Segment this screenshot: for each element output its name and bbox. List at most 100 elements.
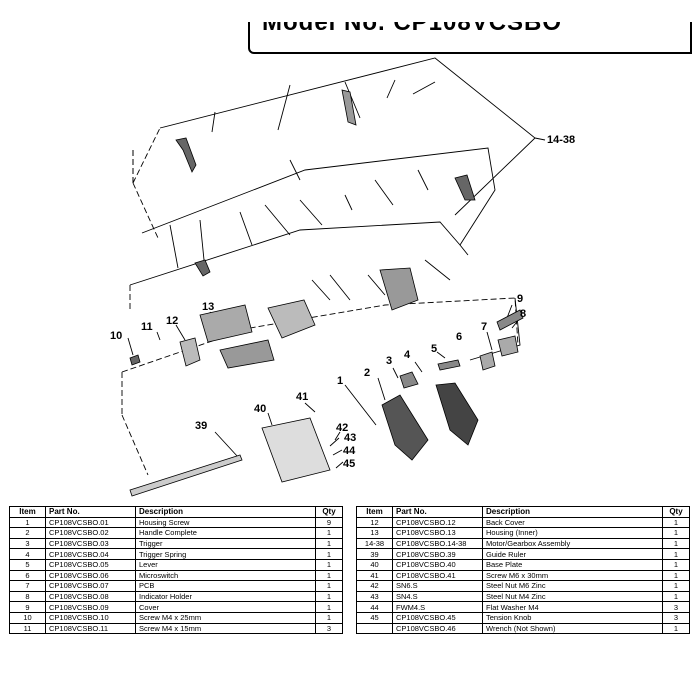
exploded-parts-diagram: 14-38 9 8 7 6 5 4 3 2 1 13 12 11 10 41 4… (110, 57, 575, 497)
part-motor-body (267, 299, 316, 339)
header-item: Item (9, 506, 46, 518)
cell-qty: 1 (315, 548, 343, 560)
cell-item: 1 (9, 516, 46, 529)
callout-43: 43 (344, 432, 356, 444)
part-handle-left (381, 394, 429, 461)
callout-39: 39 (195, 420, 207, 432)
cell-part-no: CP108VCSBO.45 (392, 611, 483, 624)
cell-description: Cover (135, 601, 316, 613)
cell-item: 10 (9, 611, 46, 624)
cell-description: Screw M6 x 30mm (482, 569, 663, 582)
cell-item: 8 (9, 590, 46, 603)
part-gear-disc (341, 89, 357, 126)
cell-item: 4 (9, 548, 46, 560)
model-title-box: Model No. CP108VCSBO (248, 22, 692, 54)
cell-part-no: CP108VCSBO.46 (392, 622, 483, 635)
part-guide-ruler (129, 454, 243, 497)
callout-1: 1 (337, 375, 343, 387)
cell-description: Tension Knob (482, 611, 663, 624)
callout-5: 5 (431, 343, 437, 355)
cell-part-no: CP108VCSBO.08 (45, 590, 136, 603)
header-part-no: Part No. (392, 506, 483, 518)
cell-item: 7 (9, 580, 46, 592)
cell-qty: 1 (315, 580, 343, 592)
cell-qty: 1 (662, 558, 690, 571)
assembly-outline-dash (132, 127, 161, 239)
cell-part-no: SN4.S (392, 590, 483, 603)
part-cover (496, 309, 524, 331)
cell-item: 43 (356, 590, 393, 603)
assembly-outline-side (129, 150, 134, 310)
callout-45: 45 (343, 458, 355, 470)
cell-description: Lever (135, 558, 316, 571)
cell-part-no: CP108VCSBO.09 (45, 601, 136, 613)
cell-item: 44 (356, 601, 393, 613)
callout-8: 8 (520, 308, 526, 320)
cell-description: Steel Nut M6 Zinc (482, 580, 663, 592)
leader-14-38 (534, 137, 546, 141)
cell-item: 5 (9, 558, 46, 571)
cell-part-no: CP108VCSBO.03 (45, 537, 136, 550)
header-part-no: Part No. (45, 506, 136, 518)
callout-42: 42 (336, 422, 348, 434)
cell-description: Screw M4 x 15mm (135, 622, 316, 635)
callout-13: 13 (202, 301, 214, 313)
cell-qty: 1 (315, 601, 343, 613)
header-qty: Qty (662, 506, 690, 518)
cell-description: Housing Screw (135, 516, 316, 529)
assembly-outline-lower (141, 147, 496, 256)
cell-qty: 1 (315, 537, 343, 550)
cell-qty: 1 (315, 611, 343, 624)
callout-10: 10 (110, 330, 122, 342)
cell-item: 41 (356, 569, 393, 582)
part-handle-right (435, 382, 479, 446)
cell-description: Guide Ruler (482, 548, 663, 560)
model-title: Model No. CP108VCSBO (262, 22, 563, 36)
cell-description: Handle Complete (135, 527, 316, 539)
cell-part-no: CP108VCSBO.02 (45, 527, 136, 539)
part-battery-plate (219, 339, 275, 369)
cell-qty: 1 (662, 622, 690, 635)
part-microswitch (479, 351, 496, 371)
cell-qty: 1 (662, 548, 690, 560)
cell-description: Screw M4 x 25mm (135, 611, 316, 624)
cell-description: Wrench (Not Shown) (482, 622, 663, 635)
cell-qty: 1 (662, 516, 690, 529)
cell-description: Back Cover (482, 516, 663, 529)
cell-part-no: CP108VCSBO.41 (392, 569, 483, 582)
cell-item: 2 (9, 527, 46, 539)
cell-part-no: CP108VCSBO.40 (392, 558, 483, 571)
callout-3: 3 (386, 355, 392, 367)
cell-item: 39 (356, 548, 393, 560)
cell-item: 42 (356, 580, 393, 592)
cell-part-no: CP108VCSBO.04 (45, 548, 136, 560)
callout-11: 11 (141, 321, 153, 333)
cell-part-no: CP108VCSBO.12 (392, 516, 483, 529)
cell-qty: 9 (315, 516, 343, 529)
part-gearbox (379, 267, 419, 311)
cell-item: 14-38 (356, 537, 393, 550)
cell-qty: 1 (662, 537, 690, 550)
cell-part-no: CP108VCSBO.06 (45, 569, 136, 582)
callout-12: 12 (166, 315, 178, 327)
cell-qty: 1 (315, 569, 343, 582)
table-header-row: Item Part No. Description Qty (356, 506, 690, 518)
cell-part-no: CP108VCSBO.13 (392, 527, 483, 539)
part-inner-housing (199, 304, 253, 343)
cell-qty: 3 (662, 601, 690, 613)
part-trigger (399, 371, 419, 389)
cell-item (356, 622, 393, 635)
